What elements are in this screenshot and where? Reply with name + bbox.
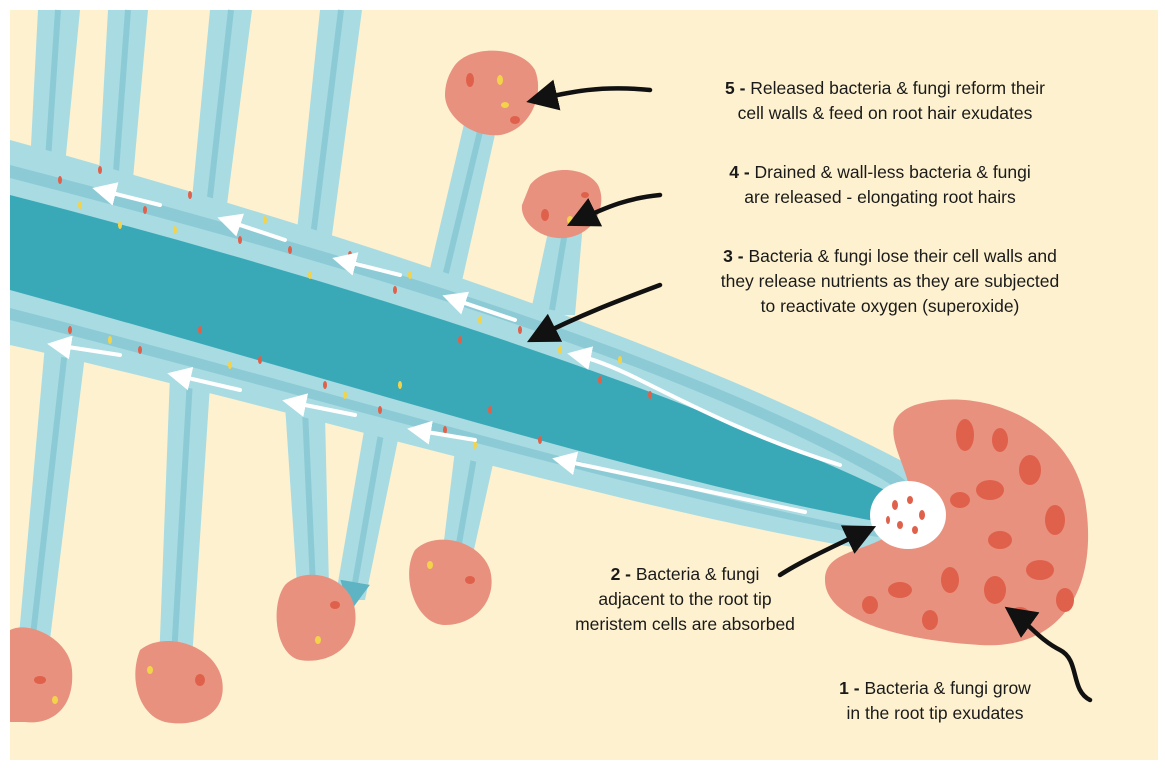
label-2-line-2: adjacent to the root tip <box>540 587 830 612</box>
label-1-line-1: Bacteria & fungi grow <box>864 678 1030 698</box>
label-5-number: 5 - <box>725 78 745 98</box>
label-5: 5 - Released bacteria & fungi reform the… <box>685 76 1085 126</box>
label-3-line-1: Bacteria & fungi lose their cell walls a… <box>748 246 1056 266</box>
label-1-number: 1 - <box>839 678 859 698</box>
root-tip-meristem <box>870 481 946 549</box>
label-2: 2 - Bacteria & fungi adjacent to the roo… <box>540 562 830 637</box>
label-3-line-2: they release nutrients as they are subje… <box>665 269 1115 294</box>
label-4-number: 4 - <box>729 162 749 182</box>
label-2-line-3: meristem cells are absorbed <box>540 612 830 637</box>
label-4: 4 - Drained & wall-less bacteria & fungi… <box>690 160 1070 210</box>
label-5-line-1: Released bacteria & fungi reform their <box>750 78 1045 98</box>
label-2-line-1: Bacteria & fungi <box>636 564 760 584</box>
label-3: 3 - Bacteria & fungi lose their cell wal… <box>665 244 1115 319</box>
label-4-line-1: Drained & wall-less bacteria & fungi <box>755 162 1031 182</box>
label-3-number: 3 - <box>723 246 743 266</box>
label-1-line-2: in the root tip exudates <box>790 701 1080 726</box>
label-2-number: 2 - <box>611 564 631 584</box>
label-4-line-2: are released - elongating root hairs <box>690 185 1070 210</box>
label-3-line-3: to reactivate oxygen (superoxide) <box>665 294 1115 319</box>
label-1: 1 - Bacteria & fungi grow in the root ti… <box>790 676 1080 726</box>
label-5-line-2: cell walls & feed on root hair exudates <box>685 101 1085 126</box>
